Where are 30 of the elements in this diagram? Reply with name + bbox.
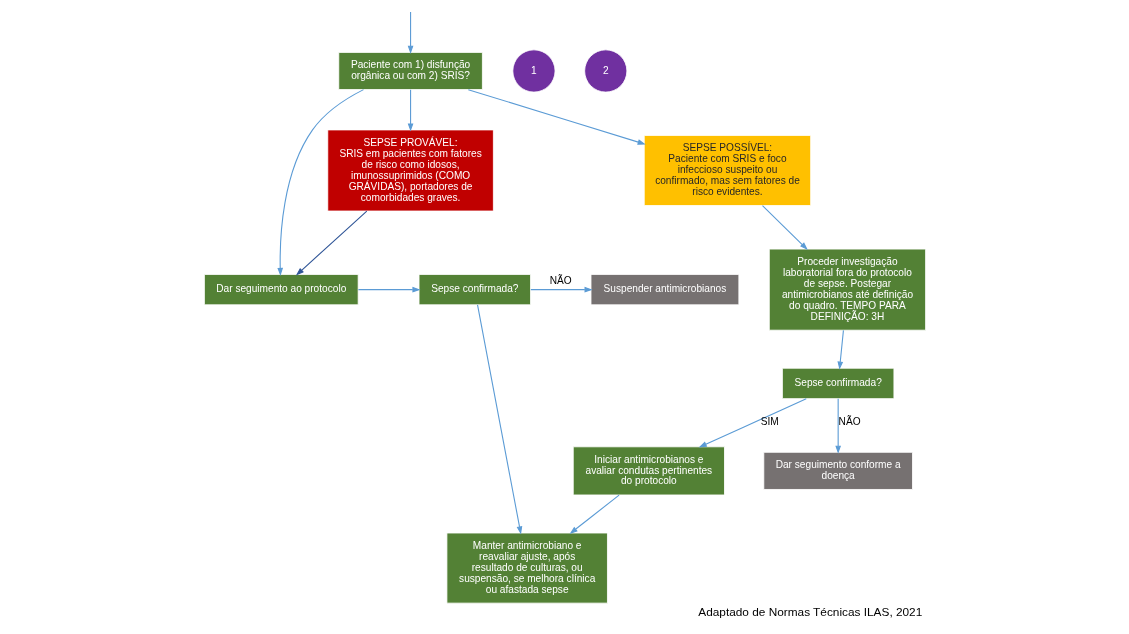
node-box: Manter antimicrobiano e reavaliar ajuste, após resultado de culturas, ou suspensão, se melhora clínica ou afastada sepse	[446, 532, 608, 604]
arrow	[357, 286, 421, 293]
node-box: Sepse confirmada?	[781, 367, 894, 400]
node-box: Proceder investigação laboratorial fora do protocolo de sepse. Postegar antimicrobianos até definição do quadro. TEMPO PARA DEFINIÇÃO: 3H	[768, 248, 926, 331]
arrow	[467, 89, 646, 145]
caption: Adaptado de Normas Técnicas ILAS, 2021	[697, 604, 922, 619]
edge-label: NÃO	[549, 275, 572, 287]
node-box: Dar seguimento ao protocolo	[203, 274, 359, 306]
edge-label: NÃO	[838, 416, 861, 428]
arrow	[761, 205, 808, 251]
node-circle: 1	[511, 49, 555, 93]
node-box: Sepse confirmada?	[418, 274, 531, 306]
arrow	[407, 89, 413, 132]
arrow	[834, 398, 841, 454]
arrow	[276, 89, 364, 276]
node-box: Paciente com 1) disfunção orgânica ou com 2) SRIS?	[337, 51, 483, 90]
arrow	[295, 210, 367, 276]
node-box: SEPSE PROVÁVEL: SRIS em pacientes com fatores de risco como idosos, imunossuprimidos (COMO GRÁVIDAS), portadores de comorbidades graves.	[326, 129, 494, 212]
arrow	[836, 329, 844, 370]
arrow	[698, 398, 807, 448]
node-box: Dar seguimento conforme a doença	[762, 451, 913, 490]
node-box: Iniciar antimicrobianos e avaliar condutas pertinentes do protocolo	[572, 446, 725, 496]
node-circle: 2	[583, 49, 627, 93]
node-box: SEPSE POSSÍVEL: Paciente com SRIS e foco infeccioso suspeito ou confirmado, mas sem fatores de risco evidentes.	[643, 135, 811, 206]
arrow	[569, 494, 620, 534]
arrow	[529, 286, 593, 293]
node-box: Suspender antimicrobianos	[590, 274, 739, 306]
arrow	[407, 11, 413, 54]
arrow	[476, 304, 522, 535]
edge-label: SIM	[760, 416, 779, 428]
